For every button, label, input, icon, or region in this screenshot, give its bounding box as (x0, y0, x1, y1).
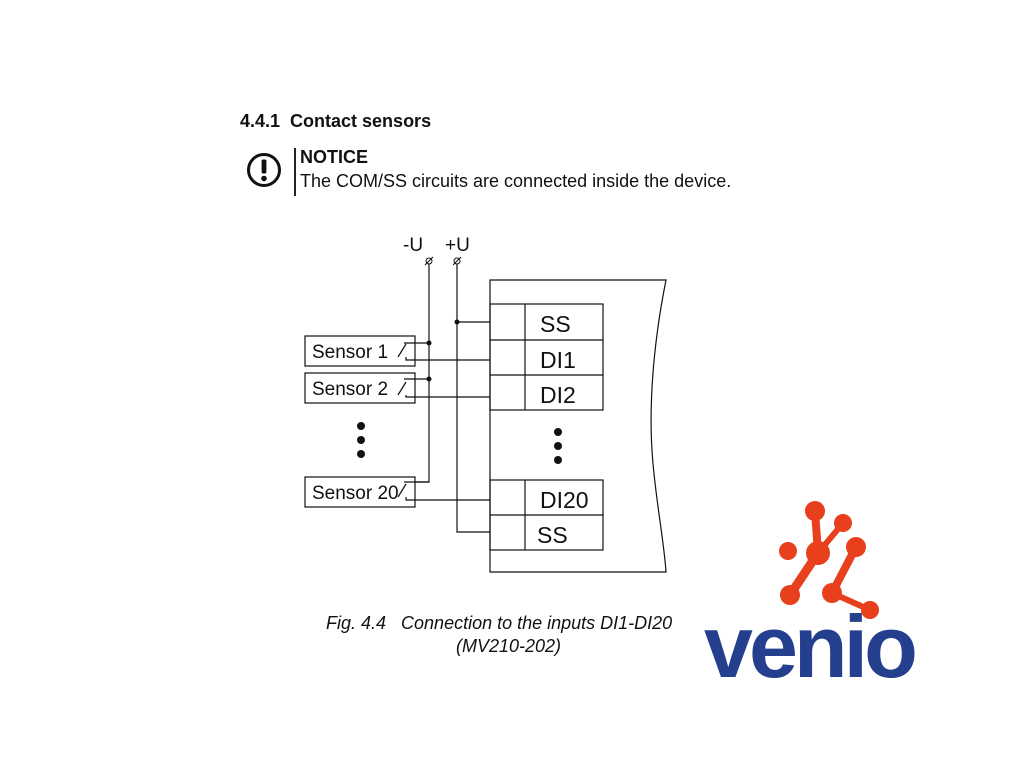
terminal-block-top (489, 303, 604, 411)
junction-dot (426, 340, 432, 346)
notice-text: The COM/SS circuits are connected inside… (300, 171, 732, 191)
logo-mark-icon (779, 501, 879, 619)
terminal-label: SS (540, 311, 571, 337)
terminal-label: DI20 (540, 487, 589, 513)
supply-terminal-plus (452, 256, 462, 266)
terminal-ellipsis (554, 428, 562, 464)
sensor-20-label: Sensor 20 (312, 483, 399, 504)
terminal-block-bottom (489, 479, 604, 551)
sensor-2-label: Sensor 2 (312, 379, 388, 400)
figure-caption: Fig. 4.4 Connection to the inputs DI1-DI… (326, 613, 673, 633)
sensor-ellipsis (357, 422, 365, 458)
junction-dot (454, 319, 460, 325)
notice-divider (294, 148, 296, 196)
figure-caption-model: (MV210-202) (456, 636, 562, 656)
sensor-1-box (304, 335, 416, 367)
sensor-20-switch-icon (397, 481, 490, 501)
sensor-1-label: Sensor 1 (312, 342, 388, 363)
supply-terminal-minus (424, 256, 434, 266)
sensor-20-box (304, 476, 416, 508)
sensor-2-switch-icon (397, 378, 490, 398)
section-heading: 4.4.1 Contact sensors (240, 111, 432, 131)
terminal-label: DI1 (540, 347, 576, 373)
sensor-2-box (304, 372, 416, 404)
device-outline (489, 279, 667, 573)
plus-bus-wire (456, 264, 490, 533)
supply-minus-label: -U (403, 235, 423, 256)
terminal-label: SS (537, 522, 568, 548)
sensor-1-switch-icon (397, 342, 490, 361)
terminal-label: DI2 (540, 382, 576, 408)
logo-wordmark: venio (704, 597, 915, 690)
supply-plus-label: +U (445, 235, 470, 256)
venio-logo: venio (704, 501, 919, 690)
exclamation-icon (247, 153, 281, 187)
notice-title: NOTICE (300, 147, 369, 167)
junction-dot (426, 376, 432, 382)
